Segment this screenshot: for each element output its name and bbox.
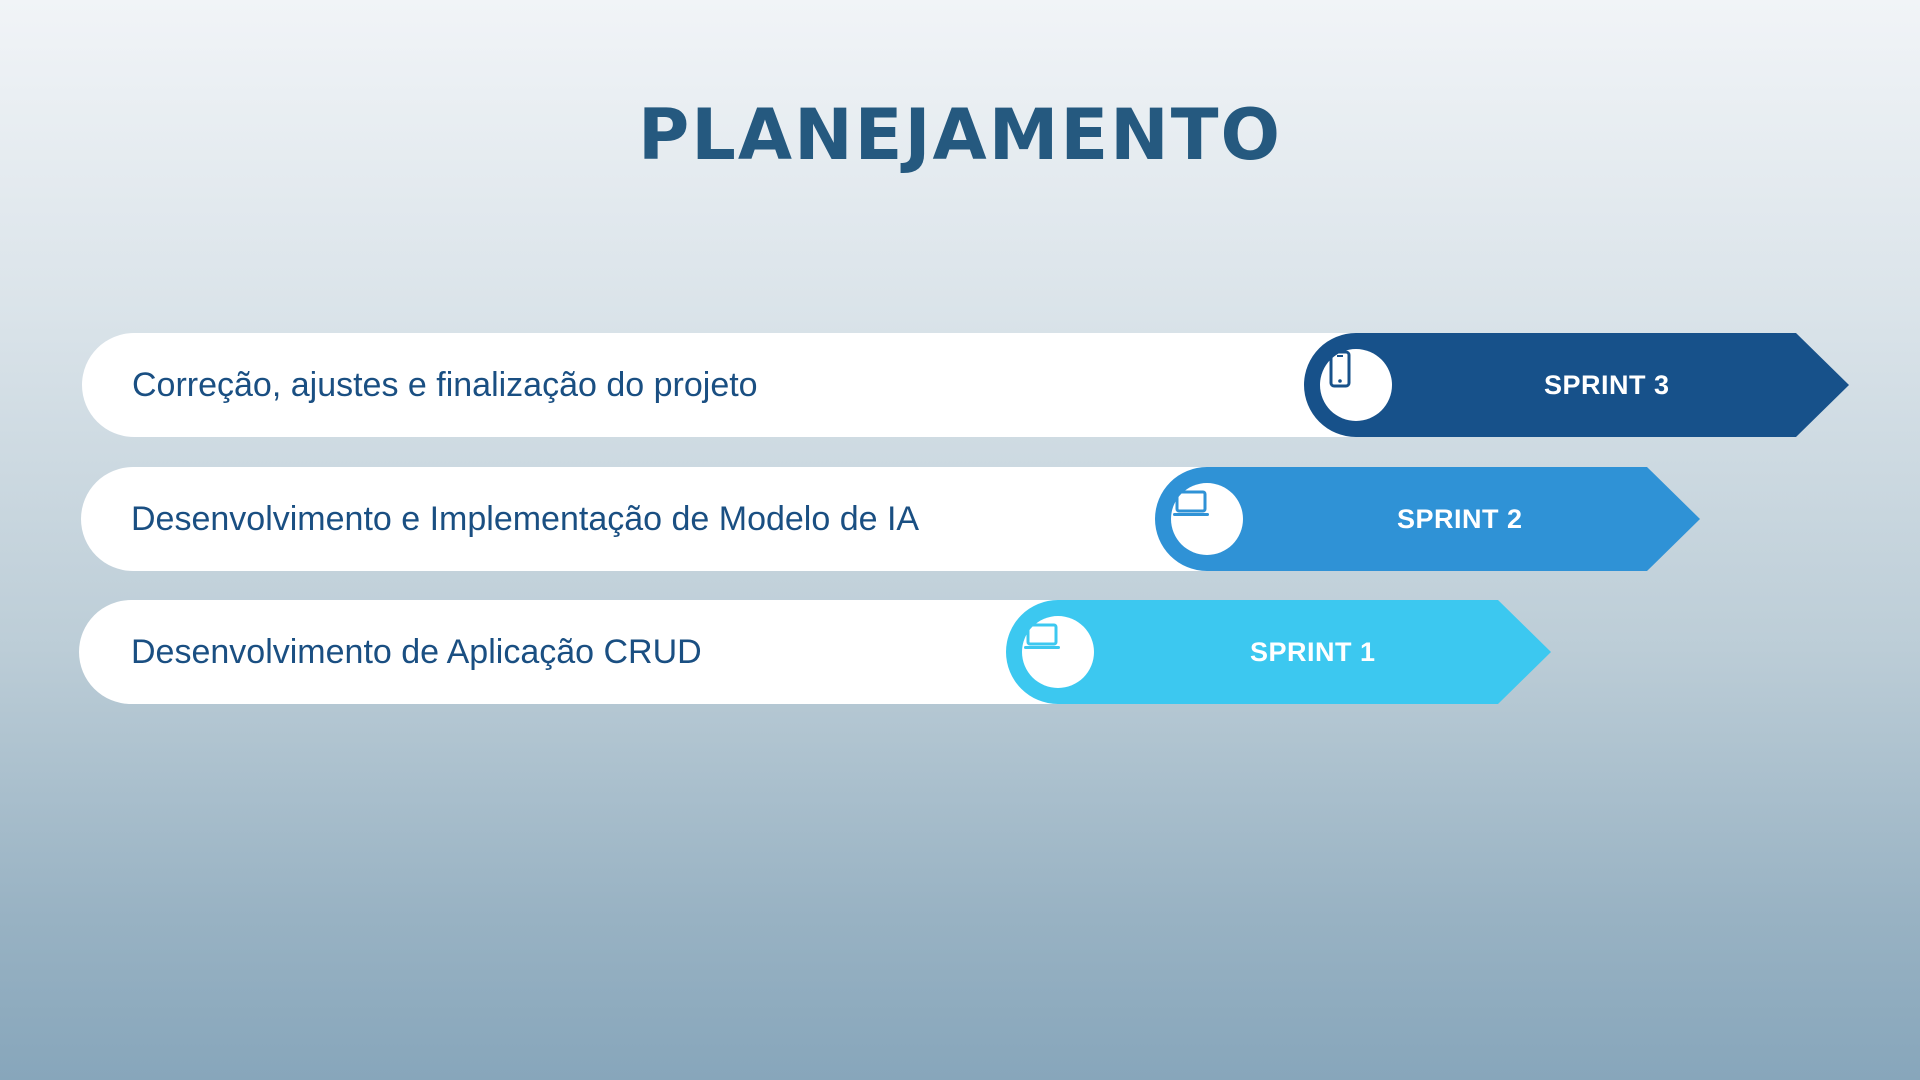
sprint-1-icon-badge: [1022, 616, 1094, 688]
sprint-2-arrow: SPRINT 2: [1155, 467, 1700, 571]
sprint-2-label: SPRINT 2: [1397, 504, 1523, 534]
sprint-1-label: SPRINT 1: [1250, 637, 1376, 667]
sprint-3-description-bar: Correção, ajustes e finalização do proje…: [82, 333, 1412, 437]
sprint-row-2: Desenvolvimento e Implementação de Model…: [81, 467, 1700, 571]
sprint-3-label: SPRINT 3: [1544, 370, 1670, 400]
sprint-1-arrow-shape: [1006, 600, 1551, 704]
sprint-2-arrow-shape: [1155, 467, 1700, 571]
smartphone-icon: [1329, 350, 1351, 388]
sprint-3-description: Correção, ajustes e finalização do proje…: [132, 366, 758, 404]
sprint-1-description-bar: Desenvolvimento de Aplicação CRUD: [79, 600, 1109, 704]
page-title: PLANEJAMENTO: [637, 94, 1283, 176]
laptop-icon: [1173, 490, 1209, 516]
sprint-row-1: Desenvolvimento de Aplicação CRUD SPRINT…: [79, 600, 1551, 704]
sprint-1-arrow: SPRINT 1: [1006, 600, 1551, 704]
sprint-2-description-bar: Desenvolvimento e Implementação de Model…: [81, 467, 1261, 571]
sprint-3-arrow: SPRINT 3: [1304, 333, 1849, 437]
sprint-1-description: Desenvolvimento de Aplicação CRUD: [131, 633, 702, 671]
sprint-2-icon-badge: [1171, 483, 1243, 555]
sprint-3-arrow-shape: [1304, 333, 1849, 437]
laptop-icon: [1024, 623, 1060, 649]
sprint-2-description: Desenvolvimento e Implementação de Model…: [131, 500, 920, 538]
sprint-3-icon-badge: [1320, 349, 1392, 421]
sprint-row-3: Correção, ajustes e finalização do proje…: [82, 333, 1849, 437]
